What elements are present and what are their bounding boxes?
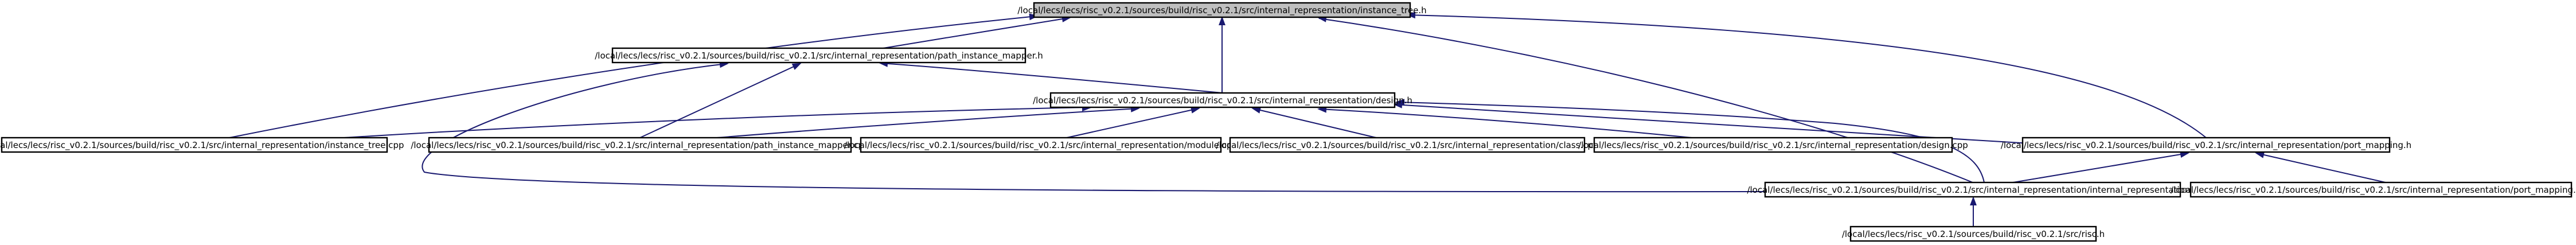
edge-risc-h-to-internal-representation-h — [1970, 196, 1977, 227]
node-label: /local/lecs/lecs/risc_v0.2.1/sources/bui… — [0, 140, 404, 151]
node-class-cpp[interactable]: /local/lecs/lecs/risc_v0.2.1/sources/bui… — [1216, 137, 1599, 153]
edge-module-cpp-to-design-h — [1066, 107, 1200, 138]
node-instance-tree-cpp[interactable]: /local/lecs/lecs/risc_v0.2.1/sources/bui… — [0, 137, 404, 153]
node-label: /local/lecs/lecs/risc_v0.2.1/sources/bui… — [1017, 5, 1426, 16]
node-port-mapping-h[interactable]: /local/lecs/lecs/risc_v0.2.1/sources/bui… — [2001, 137, 2411, 153]
edge-port-mapping-h-to-instance-tree-h — [1406, 11, 2207, 138]
node-label: /local/lecs/lecs/risc_v0.2.1/sources/bui… — [411, 140, 869, 151]
node-label: /local/lecs/lecs/risc_v0.2.1/sources/bui… — [2171, 185, 2576, 196]
node-label: /local/lecs/lecs/risc_v0.2.1/sources/bui… — [1216, 140, 1598, 151]
edge-instance-tree-cpp-to-instance-tree-h — [229, 13, 1039, 138]
edge-internal-representation-h-to-instance-tree-h — [1317, 15, 1973, 183]
edge-path-instance-mapper-cpp-to-path-instance-mapper-h — [639, 63, 802, 138]
node-internal-representation-h[interactable]: /local/lecs/lecs/risc_v0.2.1/sources/bui… — [1747, 181, 2199, 198]
edge-port-mapping-cpp-to-port-mapping-h — [2255, 151, 2386, 183]
edge-design-h-to-path-instance-mapper-h — [879, 60, 1223, 94]
edge-internal-representation-h-to-port-mapping-h — [2012, 151, 2189, 183]
edge-design-h-to-instance-tree-h — [1219, 16, 1225, 93]
node-label: /local/lecs/lecs/risc_v0.2.1/sources/bui… — [844, 140, 1238, 151]
node-label: /local/lecs/lecs/risc_v0.2.1/sources/bui… — [1747, 185, 2198, 196]
node-label: /local/lecs/lecs/risc_v0.2.1/sources/bui… — [595, 50, 1043, 61]
edge-instance-tree-cpp-to-design-h — [344, 104, 1091, 138]
node-instance-tree-h[interactable]: /local/lecs/lecs/risc_v0.2.1/sources/bui… — [1017, 2, 1427, 18]
edge-path-instance-mapper-h-to-instance-tree-h — [883, 15, 1071, 49]
node-path-instance-mapper-cpp[interactable]: /local/lecs/lecs/risc_v0.2.1/sources/bui… — [411, 137, 869, 153]
node-risc-h[interactable]: /local/lecs/lecs/risc_v0.2.1/sources/bui… — [1842, 225, 2105, 242]
node-port-mapping-cpp[interactable]: /local/lecs/lecs/risc_v0.2.1/sources/bui… — [2171, 181, 2576, 198]
node-module-cpp[interactable]: /local/lecs/lecs/risc_v0.2.1/sources/bui… — [844, 137, 1238, 153]
node-label: /local/lecs/lecs/risc_v0.2.1/sources/bui… — [1033, 95, 1412, 106]
node-design-h[interactable]: /local/lecs/lecs/risc_v0.2.1/sources/bui… — [1033, 92, 1412, 108]
node-label: /local/lecs/lecs/risc_v0.2.1/sources/bui… — [1842, 229, 2105, 240]
node-path-instance-mapper-h[interactable]: /local/lecs/lecs/risc_v0.2.1/sources/bui… — [595, 47, 1043, 64]
node-label: /local/lecs/lecs/risc_v0.2.1/sources/bui… — [2001, 140, 2411, 151]
node-design-cpp[interactable]: /local/lecs/lecs/risc_v0.2.1/sources/bui… — [1578, 137, 1968, 153]
edge-internal-representation-h-to-design-h — [1395, 99, 1985, 183]
node-label: /local/lecs/lecs/risc_v0.2.1/sources/bui… — [1578, 140, 1968, 151]
edge-class-cpp-to-design-h — [1251, 107, 1377, 138]
